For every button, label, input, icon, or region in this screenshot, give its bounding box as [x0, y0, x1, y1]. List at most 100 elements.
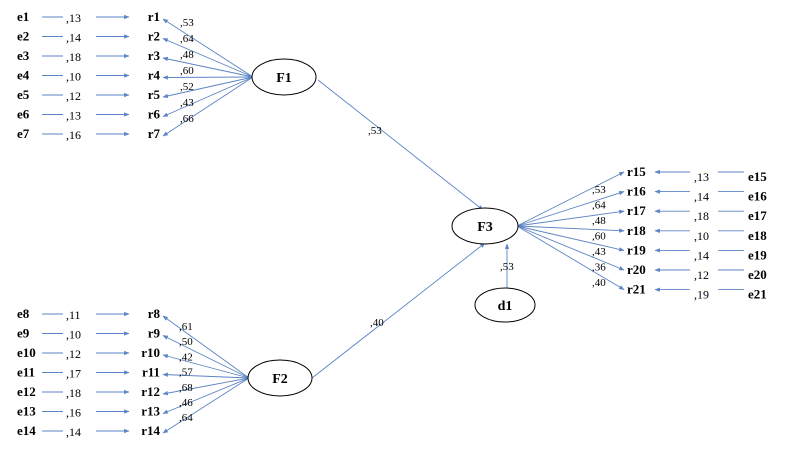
path-f2-f3-arrow	[311, 242, 486, 379]
factor-f2-label: F2	[272, 372, 288, 387]
f2-indicator-r14: e14 ,14 r14 ,64	[17, 377, 250, 439]
path-d1-f3-coef: ,53	[500, 261, 514, 273]
loading-coef: ,60	[592, 231, 606, 243]
indicator-label: r20	[627, 262, 646, 277]
loading-coef: ,64	[179, 412, 193, 424]
loading-coef: ,60	[180, 65, 194, 77]
indicator-label: r5	[148, 87, 161, 102]
indicator-label: r18	[627, 223, 646, 238]
error-coef: ,16	[66, 406, 81, 420]
loading-coef: ,42	[179, 351, 193, 363]
indicator-label: r2	[148, 29, 160, 44]
error-coef: ,11	[66, 308, 81, 322]
error-coef: ,13	[66, 11, 81, 25]
error-label: e14	[17, 423, 36, 438]
loading-arrow	[162, 377, 250, 414]
error-label: e4	[17, 68, 30, 83]
loading-arrow	[162, 372, 250, 379]
error-label: e12	[17, 384, 36, 399]
factor-f3-label: F3	[477, 220, 493, 235]
loading-coef: ,50	[179, 336, 193, 348]
loading-coef: ,48	[592, 215, 606, 227]
indicator-label: r21	[627, 282, 646, 297]
loading-coef: ,48	[180, 49, 194, 61]
indicator-label: r12	[141, 384, 160, 399]
error-label: e5	[17, 87, 30, 102]
error-label: e7	[17, 126, 30, 141]
factor-f1: F1	[251, 58, 317, 96]
loading-coef: ,57	[179, 367, 193, 379]
error-coef: ,14	[694, 190, 709, 204]
loading-coef: ,43	[180, 97, 194, 109]
loading-arrow	[516, 225, 625, 290]
loading-arrow	[162, 354, 250, 379]
error-label: e16	[748, 189, 767, 204]
error-label: e20	[748, 267, 767, 282]
path-f1-f3-coef: ,53	[368, 125, 382, 137]
indicator-label: r14	[141, 423, 160, 438]
loading-coef: ,52	[180, 81, 194, 93]
error-coef: ,19	[694, 288, 709, 302]
loading-coef: ,64	[180, 33, 194, 45]
loading-arrow	[516, 171, 625, 227]
error-label: e1	[17, 9, 29, 24]
loading-arrow	[162, 377, 250, 434]
loading-coef: ,53	[180, 17, 194, 29]
loading-arrow	[162, 315, 250, 379]
error-coef: ,18	[66, 50, 81, 64]
loading-arrow	[516, 209, 625, 227]
loading-arrow	[516, 225, 625, 271]
loading-coef: ,68	[179, 382, 193, 394]
error-coef: ,10	[66, 70, 81, 84]
indicator-label: r4	[148, 68, 161, 83]
path-f1-f3-arrow	[317, 79, 484, 211]
indicator-label: r10	[141, 345, 160, 360]
error-label: e11	[17, 365, 35, 380]
loading-arrow	[516, 191, 625, 227]
loading-arrow	[516, 225, 625, 233]
loading-coef: ,61	[179, 321, 193, 333]
indicator-label: r19	[627, 242, 646, 257]
loading-coef: ,53	[592, 184, 606, 196]
loading-coef: ,36	[592, 262, 606, 274]
error-label: e6	[17, 107, 30, 122]
indicator-label: r13	[141, 404, 160, 419]
loading-arrow	[162, 76, 254, 137]
loading-arrow	[162, 18, 254, 78]
f3-indicator-r20: r20 ,12 e20 ,36	[516, 225, 767, 282]
factor-f2: F2	[247, 359, 313, 397]
loading-arrow	[516, 225, 625, 252]
factor-f1-label: F1	[276, 71, 292, 86]
error-label: e3	[17, 48, 30, 63]
error-coef: ,14	[694, 248, 709, 262]
error-coef: ,18	[694, 209, 709, 223]
error-coef: ,13	[66, 109, 81, 123]
disturbance-d1-label: d1	[498, 299, 513, 314]
indicator-label: r7	[148, 126, 161, 141]
error-label: e15	[748, 169, 767, 184]
error-coef: ,14	[66, 425, 81, 439]
error-label: e13	[17, 404, 36, 419]
loading-arrow	[162, 56, 254, 78]
error-label: e19	[748, 247, 767, 262]
error-coef: ,13	[694, 170, 709, 184]
error-coef: ,12	[694, 268, 709, 282]
